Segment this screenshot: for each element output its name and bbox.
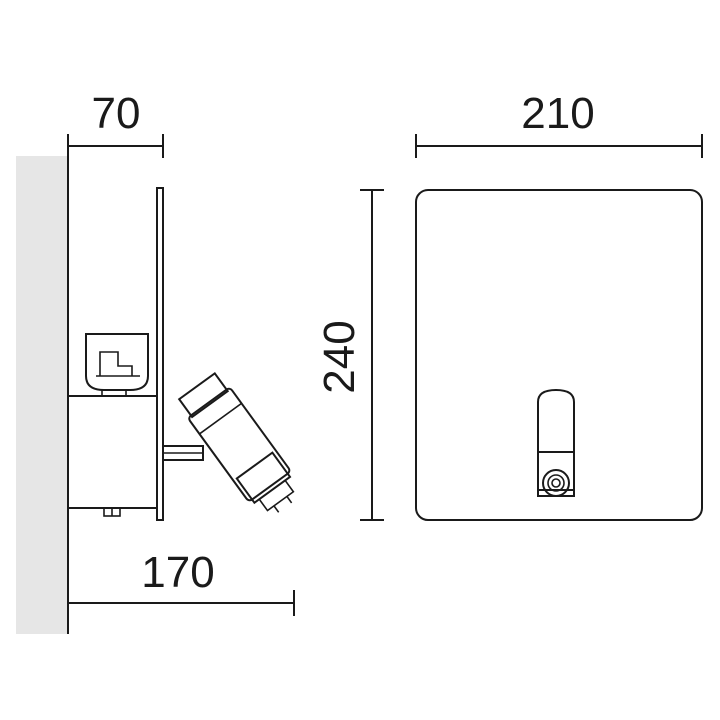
dimension-depth-total-label: 170	[141, 548, 214, 597]
front-plate-side	[156, 187, 164, 521]
spotlight-head-front	[537, 388, 575, 497]
wall	[16, 156, 68, 634]
dimension-width: 210	[415, 89, 703, 158]
dimension-depth-total: 170	[67, 548, 295, 616]
dimension-depth-top-label: 70	[92, 89, 141, 138]
dimension-height-label: 240	[315, 320, 364, 393]
usb-socket	[85, 333, 149, 397]
side-view	[67, 187, 295, 521]
dimension-width-label: 210	[521, 89, 594, 138]
front-plate	[415, 189, 703, 521]
dimension-depth-top: 70	[67, 89, 164, 158]
spotlight-head-side	[177, 371, 295, 513]
front-view	[415, 189, 703, 521]
dimension-height: 240	[315, 189, 384, 521]
spot-arm	[162, 445, 204, 461]
mounting-box	[67, 395, 158, 509]
lens-icon	[542, 469, 570, 497]
